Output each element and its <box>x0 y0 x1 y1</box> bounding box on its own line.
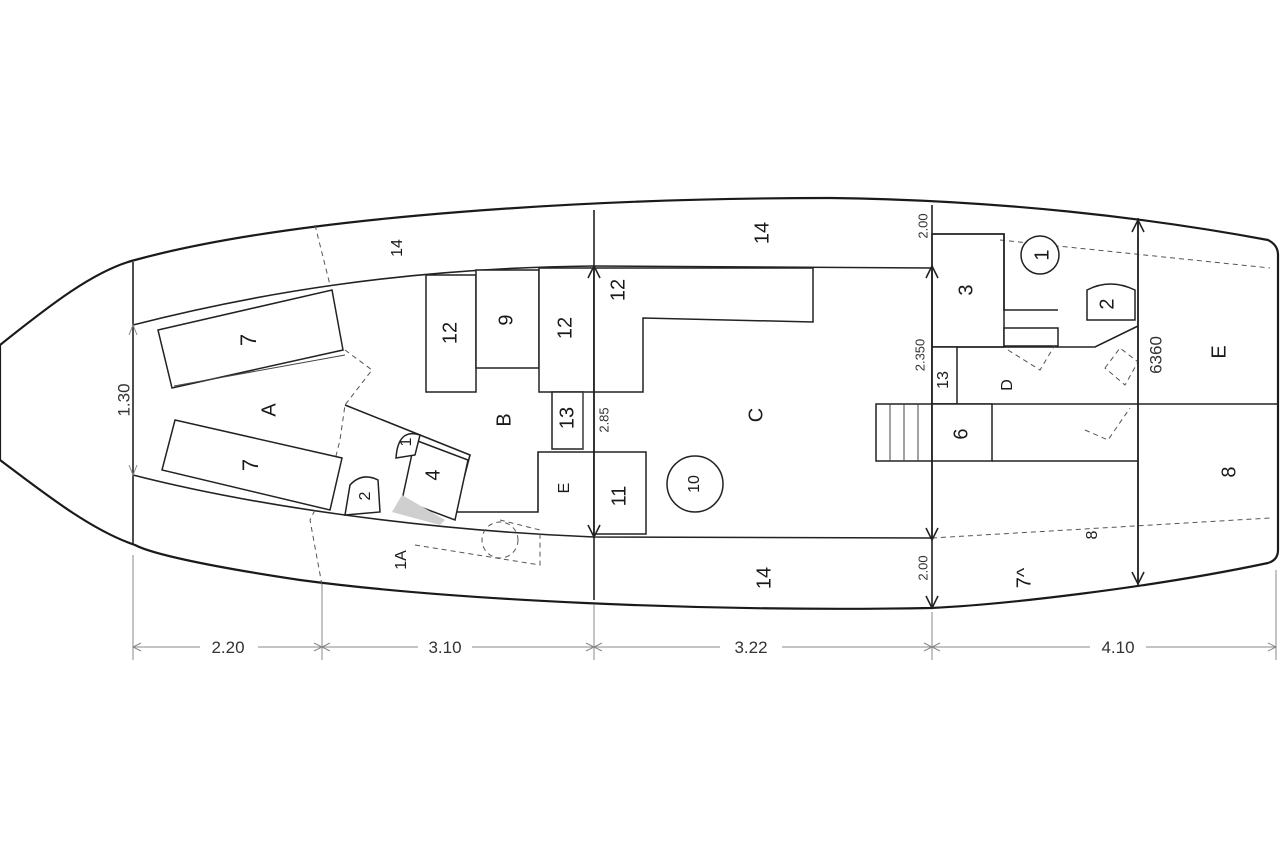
partition-ab-dash <box>344 349 373 406</box>
zone-B-label: B <box>493 413 515 426</box>
counter-aft <box>1003 327 1059 347</box>
item-2-small-label: 2 <box>357 491 374 500</box>
partition-ab <box>344 404 594 513</box>
box-4 <box>401 438 469 522</box>
item-7-upper-label: 7 <box>236 334 261 346</box>
item-14-fwd-label: 14 <box>389 239 406 257</box>
item-12-b-label: 12 <box>554 317 576 339</box>
item-8-small-label: 8 <box>1084 530 1101 539</box>
dim-2-20: 2.20 <box>211 638 244 657</box>
cabinet-9 <box>475 269 540 369</box>
dashed-bulkhead-fwd <box>314 224 331 286</box>
fixture-2-aft <box>1086 283 1136 321</box>
dim-bottom-clear: 2.00 <box>915 555 930 580</box>
dim-width-mid: 2.85 <box>596 407 611 432</box>
cabinet-12-b <box>538 267 595 393</box>
item-13-aft-label: 13 <box>935 371 952 389</box>
item-1-aft-label: 1 <box>1031 249 1053 260</box>
dashed-door-d <box>1007 344 1056 371</box>
dim-3-22: 3.22 <box>734 638 767 657</box>
inner-deck-line-lower <box>132 474 933 539</box>
dashed-1A <box>414 519 541 566</box>
item-7-aft-label: 7^ <box>1013 567 1035 588</box>
cabinet-11 <box>593 451 647 535</box>
zone-E-aft-label: E <box>1208 345 1230 358</box>
arrow-fwd <box>128 323 138 477</box>
item-1-small-label: 1 <box>398 437 415 446</box>
item-8-aft-label: 8 <box>1218 466 1240 477</box>
bunk-7-upper <box>157 289 344 389</box>
item-11-label: 11 <box>608 486 630 507</box>
fixture-1-aft <box>1020 235 1060 275</box>
item-7-lower-label: 7 <box>238 459 263 471</box>
item-14-bottom-label: 14 <box>753 567 775 589</box>
cabinet-6 <box>931 403 993 462</box>
item-13-mid-label: 13 <box>556 407 578 429</box>
dim-beam-aft: 6360 <box>1146 336 1165 374</box>
cabinet-12-a <box>425 274 477 393</box>
zone-C-label: C <box>745 408 767 422</box>
item-10-label: 10 <box>686 475 703 493</box>
item-3-label: 3 <box>955 284 977 295</box>
table-10 <box>666 455 724 513</box>
arrow-mid <box>587 264 601 539</box>
item-14-mid-label: 14 <box>751 222 773 244</box>
dashed-circle-1 <box>481 521 519 559</box>
item-6-label: 6 <box>950 428 972 439</box>
cabinet-13-mid <box>551 391 584 450</box>
item-2-aft-label: 2 <box>1096 298 1118 309</box>
bunk-7-lower <box>161 419 343 511</box>
dim-4-10: 4.10 <box>1101 638 1134 657</box>
dim-3-10: 3.10 <box>428 638 461 657</box>
dim-beam-fwd: 1.30 <box>114 383 133 416</box>
zone-A-label: A <box>258 403 280 417</box>
item-9-label: 9 <box>495 314 517 325</box>
bottom-dimension-line <box>131 555 1278 660</box>
arrow-aft-beam <box>1131 218 1145 586</box>
inner-deck-line-upper <box>132 265 933 326</box>
zone-E-small-label: E <box>556 483 573 494</box>
item-12-a-label: 12 <box>439 322 461 344</box>
item-12-c-label: 12 <box>607 279 629 301</box>
bench-2-small <box>344 476 381 516</box>
disc-1-small <box>395 433 421 459</box>
dim-top-clear: 2.00 <box>915 213 930 238</box>
dashed-aft-lower <box>931 517 1271 539</box>
shaded-corner <box>392 495 445 525</box>
zone-D-label: D <box>999 379 1016 391</box>
arrow-aft-station <box>925 264 939 610</box>
dim-width-aft: 2.350 <box>912 339 927 372</box>
zone-1A-label: 1A <box>393 550 410 570</box>
item-4-label: 4 <box>422 469 444 480</box>
